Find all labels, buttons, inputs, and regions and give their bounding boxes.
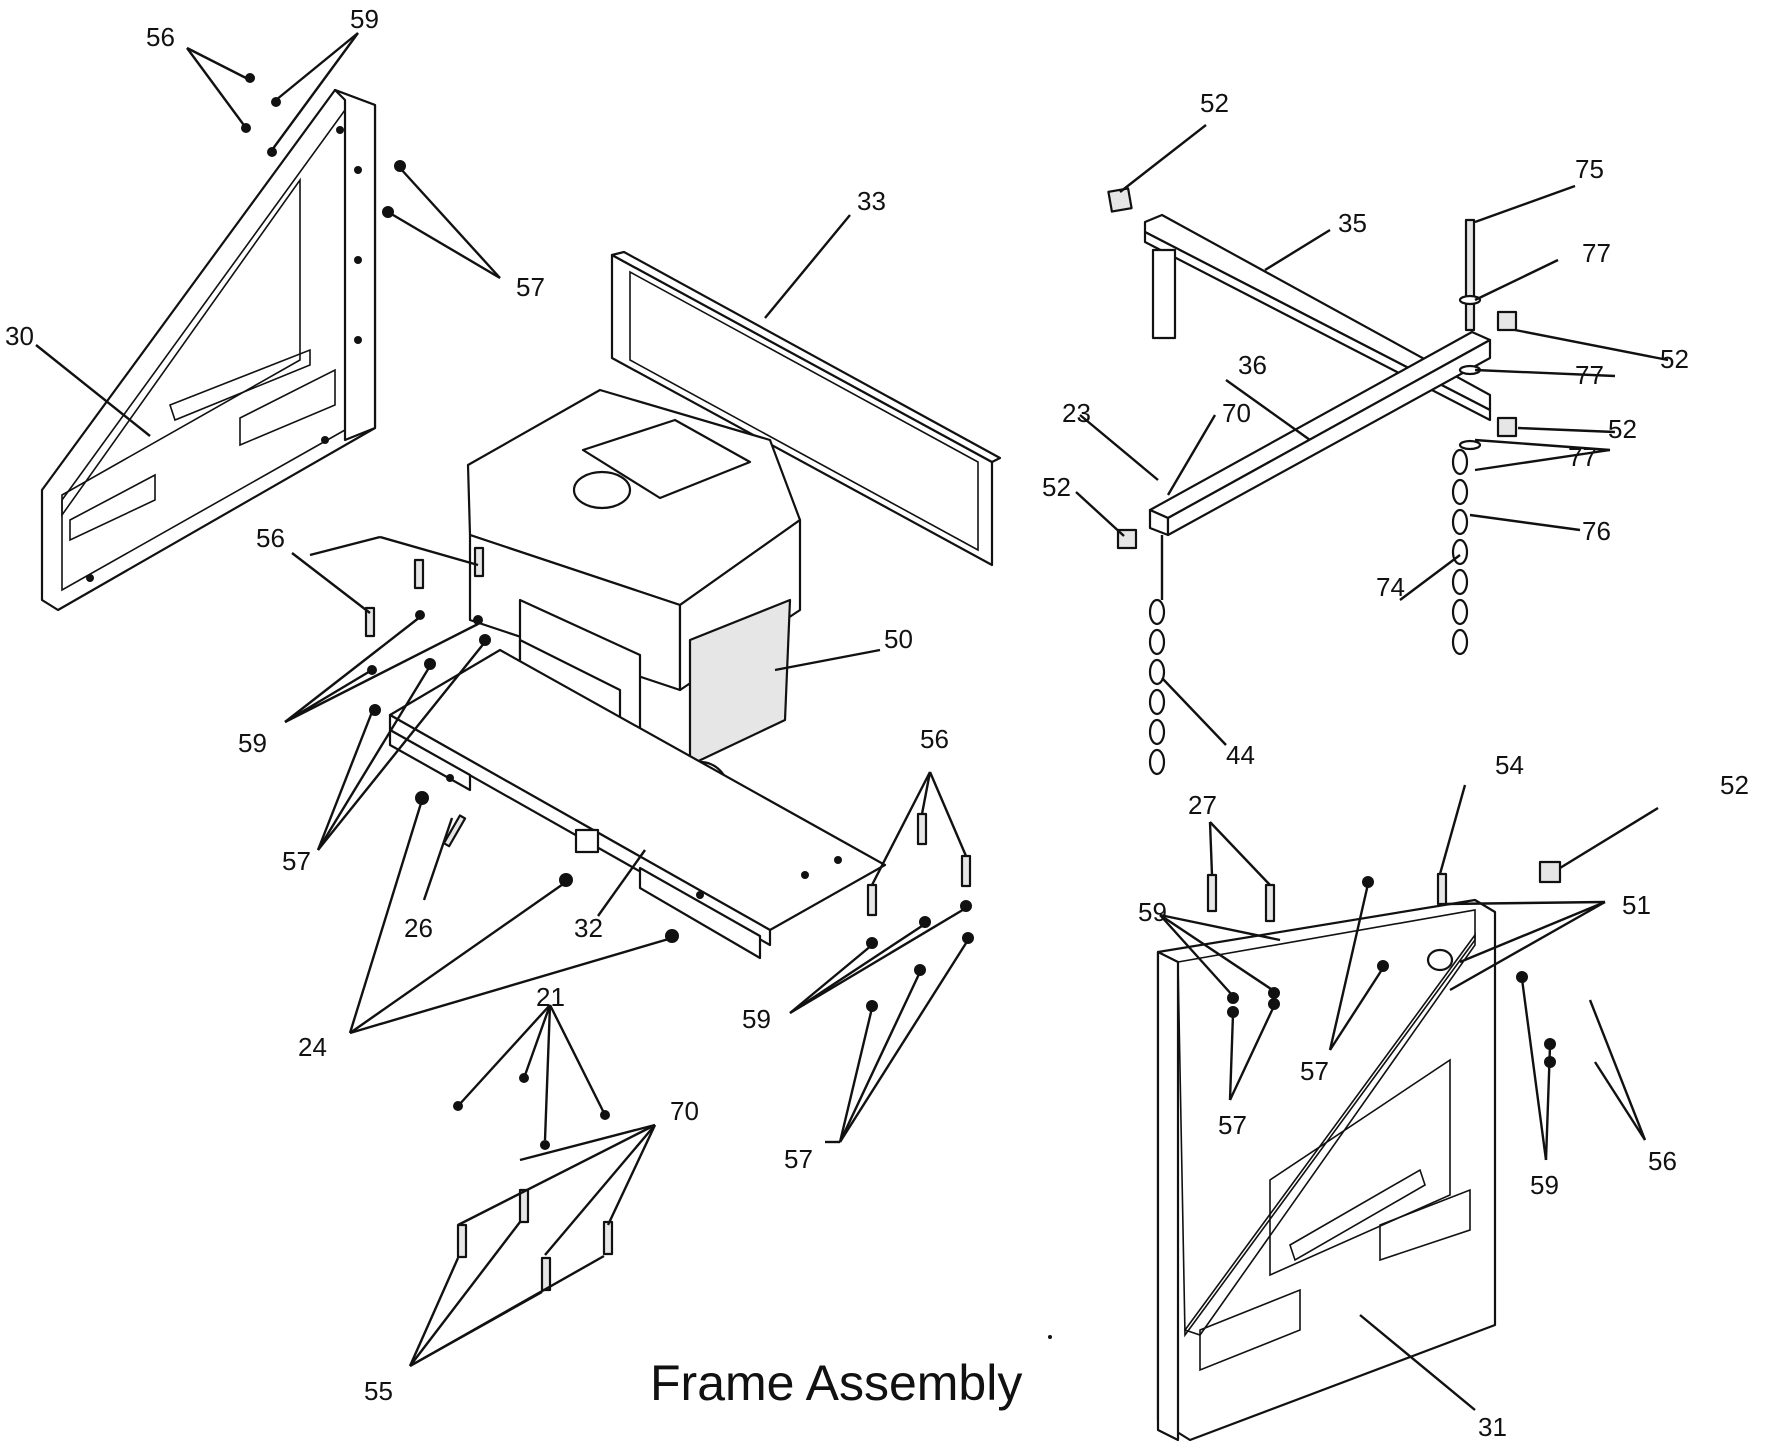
callout-label: 70	[670, 1096, 699, 1126]
cross-bar-part-35	[1143, 213, 1492, 422]
callout-label: 57	[1218, 1110, 1247, 1140]
callout-label: 77	[1568, 442, 1597, 472]
callout-label: 77	[1582, 238, 1611, 268]
callout-label: 32	[574, 913, 603, 943]
callout-label: 59	[742, 1004, 771, 1034]
callout-label: 52	[1720, 770, 1749, 800]
callout-label: 44	[1226, 740, 1255, 770]
flat-bar-part-33	[610, 250, 1002, 567]
base-plate-part-32	[388, 648, 887, 960]
callout-label: 36	[1238, 350, 1267, 380]
callout-label: 77	[1575, 360, 1604, 390]
callout-label: 23	[1062, 398, 1091, 428]
callout-label: 35	[1338, 208, 1367, 238]
callout-label: 52	[1608, 414, 1637, 444]
callout-label: 31	[1478, 1412, 1507, 1442]
callout-label: 76	[1582, 516, 1611, 546]
callout-label: 21	[536, 982, 565, 1012]
side-frame-left-part-30	[40, 88, 377, 612]
callout-label: 75	[1575, 154, 1604, 184]
diagram-title: Frame Assembly	[650, 1355, 1022, 1411]
callout-label: 74	[1376, 572, 1405, 602]
callout-label: 59	[1530, 1170, 1559, 1200]
callout-label: 56	[256, 523, 285, 553]
callout-label: 57	[1300, 1056, 1329, 1086]
callout-label: 54	[1495, 750, 1524, 780]
bolt-part-75	[1458, 218, 1482, 451]
callout-label: 30	[5, 321, 34, 351]
callout-label: 50	[884, 624, 913, 654]
cross-bar-part-36	[1148, 330, 1492, 537]
callout-label: 26	[404, 913, 433, 943]
callout-label: 56	[1648, 1146, 1677, 1176]
callout-label: 57	[282, 846, 311, 876]
callout-label: 56	[920, 724, 949, 754]
callout-label: 27	[1188, 790, 1217, 820]
callout-label: 59	[1138, 897, 1167, 927]
callout-label: 51	[1622, 890, 1651, 920]
callout-label: 59	[238, 728, 267, 758]
callout-label: 59	[350, 4, 379, 34]
chain-part-44	[1148, 535, 1166, 776]
leader-lines	[35, 32, 1669, 1411]
callout-labels: 56 59 57 30 33 52 75 35 77 52 36 77 23 7…	[5, 4, 1749, 1442]
callout-label: 52	[1042, 472, 1071, 502]
side-frame-right-part-31	[1156, 898, 1497, 1442]
callout-label: 57	[516, 272, 545, 302]
callout-label: 24	[298, 1032, 327, 1062]
callout-label: 56	[146, 22, 175, 52]
callout-label: 55	[364, 1376, 393, 1406]
chain-part-74	[1451, 448, 1469, 656]
callout-label: 57	[784, 1144, 813, 1174]
callout-label: 33	[857, 186, 886, 216]
callout-label: 52	[1660, 344, 1689, 374]
callout-label: 52	[1200, 88, 1229, 118]
callout-label: 70	[1222, 398, 1251, 428]
